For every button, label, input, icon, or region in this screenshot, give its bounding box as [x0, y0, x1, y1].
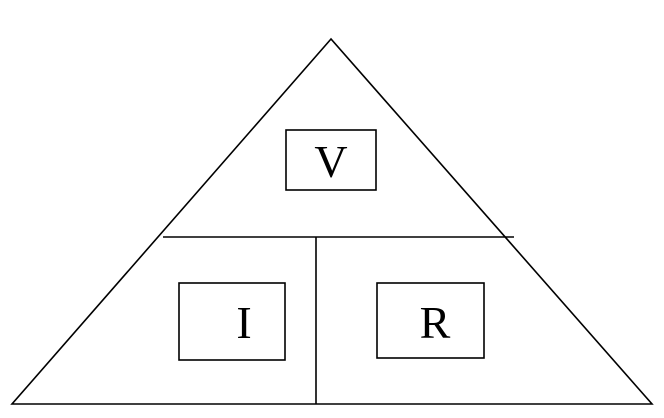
voltage-box — [285, 129, 377, 191]
voltage-label: V — [314, 136, 347, 187]
voltage-cell: V — [285, 129, 377, 191]
resistance-cell: R — [376, 282, 485, 359]
resistance-box — [376, 282, 485, 359]
current-cell: I — [178, 282, 286, 361]
resistance-label: R — [420, 297, 451, 348]
current-label: I — [236, 297, 251, 348]
outer-triangle — [10, 37, 654, 405]
current-box — [178, 282, 286, 361]
